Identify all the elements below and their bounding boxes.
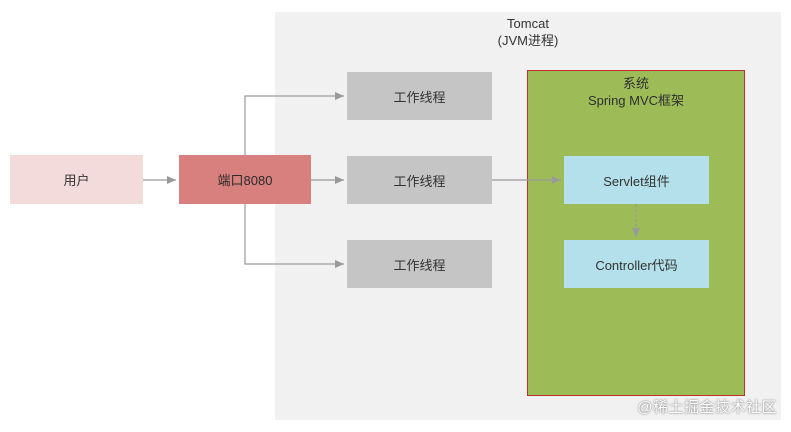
user-label: 用户	[63, 173, 90, 188]
tomcat-subtitle: (JVM进程)	[497, 33, 559, 48]
spring-subtitle: Spring MVC框架	[587, 93, 685, 108]
port-label: 端口8080	[217, 173, 273, 188]
servlet-label: Servlet组件	[603, 173, 670, 189]
spring-mvc-label: 系统 Spring MVC框架	[527, 74, 745, 110]
worker-thread-node-1: 工作线程	[347, 72, 492, 120]
worker-thread-label: 工作线程	[393, 173, 446, 189]
port-node: 端口8080	[179, 155, 311, 204]
servlet-node: Servlet组件	[564, 156, 709, 204]
worker-thread-label: 工作线程	[393, 89, 446, 105]
controller-label: Controller代码	[595, 257, 678, 273]
arrow-port-to-worker-3	[244, 204, 344, 268]
tomcat-label: Tomcat (JVM进程)	[275, 14, 781, 50]
worker-thread-node-2: 工作线程	[347, 156, 492, 204]
worker-thread-node-3: 工作线程	[347, 240, 492, 288]
tomcat-title: Tomcat	[507, 16, 549, 31]
watermark: @稀土掘金技术社区	[637, 399, 777, 416]
user-node: 用户	[10, 155, 143, 204]
controller-node: Controller代码	[564, 240, 709, 288]
spring-title: 系统	[622, 76, 649, 91]
arrow-port-to-worker-1	[244, 92, 344, 155]
worker-thread-label: 工作线程	[393, 257, 446, 273]
